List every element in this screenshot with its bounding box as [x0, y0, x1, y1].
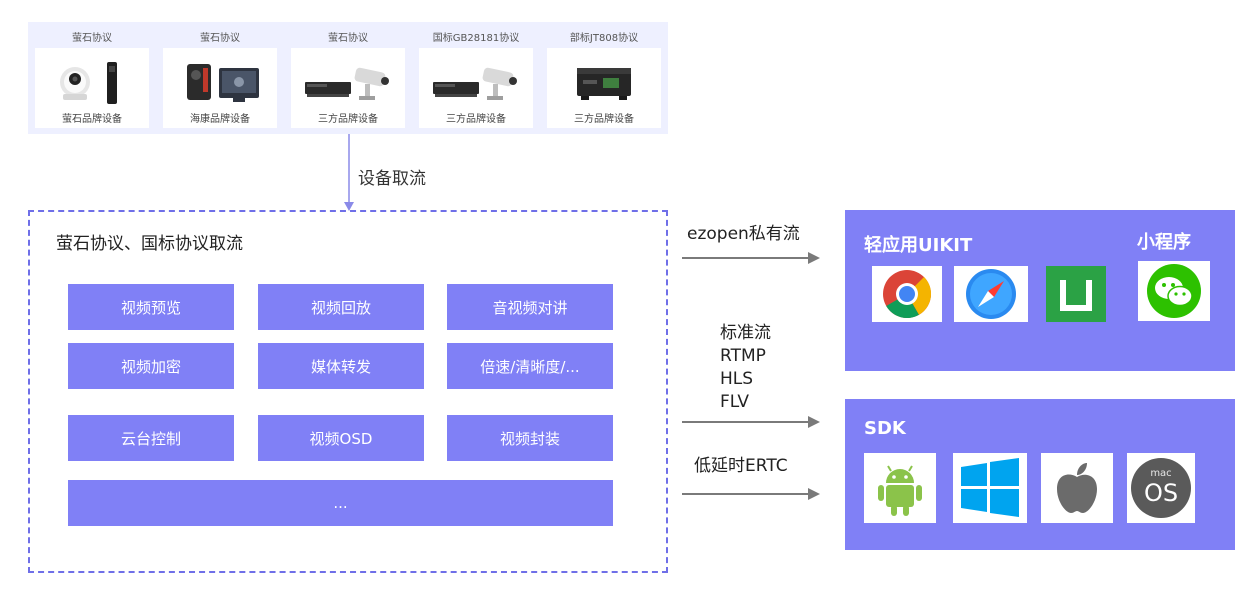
device-card[interactable]: 三方品牌设备 [419, 48, 533, 128]
vehicle-terminal-icon [577, 68, 631, 100]
device-column-2: 萤石协议 海康品牌设备 [163, 22, 277, 134]
sdk-panel-title: SDK [864, 418, 906, 439]
arrow-label-standard-line: 标准流 [720, 323, 771, 343]
device-protocol-label: 萤石协议 [72, 33, 112, 44]
function-video-osd[interactable]: 视频OSD [258, 415, 424, 461]
function-video-encryption[interactable]: 视频加密 [68, 343, 234, 389]
macos-small-label: mac [1150, 468, 1172, 479]
sdk-panel: SDK mac [845, 399, 1235, 550]
apple-icon [1057, 463, 1097, 513]
device-protocol-label: 国标GB28181协议 [432, 33, 520, 44]
arrow-label-standard-line: RTMP [720, 346, 766, 366]
uni-app-tile[interactable] [1046, 266, 1106, 322]
safari-icon [966, 269, 1016, 319]
stream-box [28, 210, 668, 573]
device-label: 三方品牌设备 [446, 114, 506, 125]
function-more[interactable]: ... [68, 480, 613, 526]
camera-device-icon [60, 62, 117, 104]
windows-icon [961, 458, 1019, 517]
device-label: 三方品牌设备 [318, 114, 378, 125]
arrow-label-ertc: 低延时ERTC [694, 456, 788, 476]
device-flow-arrow [344, 134, 354, 211]
function-ptz-control[interactable]: 云台控制 [68, 415, 234, 461]
arrow-label-standard: 标准流 RTMP HLS FLV [720, 322, 771, 414]
function-video-preview[interactable]: 视频预览 [68, 284, 234, 330]
nvr-camera-icon [433, 67, 517, 100]
device-column-4: 国标GB28181协议 三方品牌设备 [419, 22, 533, 134]
device-card[interactable]: 萤石品牌设备 [35, 48, 149, 128]
wechat-tile[interactable] [1138, 261, 1210, 321]
arrow-label-standard-line: HLS [720, 369, 754, 389]
function-video-playback[interactable]: 视频回放 [258, 284, 424, 330]
arrow-label-standard-line: FLV [720, 392, 750, 412]
device-label: 海康品牌设备 [190, 114, 250, 125]
device-label: 萤石品牌设备 [62, 114, 122, 125]
device-column-3: 萤石协议 三方品牌设备 [291, 22, 405, 134]
bodycam-device-icon [187, 64, 259, 102]
device-card[interactable]: 三方品牌设备 [291, 48, 405, 128]
flow-label: 设备取流 [358, 169, 426, 189]
uikit-panel-title: 轻应用UIKIT [864, 235, 973, 256]
android-icon [878, 465, 922, 516]
android-tile[interactable] [864, 453, 936, 523]
function-speed-quality[interactable]: 倍速/清晰度/... [447, 343, 613, 389]
nvr-camera-icon [305, 67, 389, 100]
stream-box-title: 萤石协议、国标协议取流 [56, 234, 243, 254]
windows-tile[interactable] [953, 453, 1027, 523]
function-video-packaging[interactable]: 视频封装 [447, 415, 613, 461]
device-card[interactable]: 三方品牌设备 [547, 48, 661, 128]
device-panel: 萤石协议 萤石品牌设备 萤石协议 [28, 22, 668, 134]
device-column-5: 部标JT808协议 三方品牌设备 [547, 22, 661, 134]
safari-tile[interactable] [954, 266, 1028, 322]
device-protocol-label: 萤石协议 [200, 33, 240, 44]
arrow-ezopen [682, 252, 820, 264]
macos-tile[interactable]: mac OS [1127, 453, 1195, 523]
wechat-icon [1147, 264, 1201, 318]
device-protocol-label: 萤石协议 [328, 33, 368, 44]
arrow-label-ezopen: ezopen私有流 [687, 224, 800, 244]
macos-big-label: OS [1143, 479, 1179, 507]
macos-icon [1131, 458, 1191, 518]
device-card[interactable]: 海康品牌设备 [163, 48, 277, 128]
device-column-1: 萤石协议 萤石品牌设备 [35, 22, 149, 134]
uni-app-icon [1060, 280, 1092, 311]
device-protocol-label: 部标JT808协议 [569, 33, 639, 44]
uikit-panel: 轻应用UIKIT 小程序 [845, 210, 1235, 371]
device-label: 三方品牌设备 [574, 114, 634, 125]
arrow-ertc [682, 488, 820, 500]
apple-tile[interactable] [1041, 453, 1113, 523]
chrome-tile[interactable] [872, 266, 942, 322]
chrome-icon [883, 270, 932, 319]
function-intercom[interactable]: 音视频对讲 [447, 284, 613, 330]
miniapp-title: 小程序 [1137, 232, 1191, 253]
arrow-standard [682, 416, 820, 428]
function-media-forwarding[interactable]: 媒体转发 [258, 343, 424, 389]
